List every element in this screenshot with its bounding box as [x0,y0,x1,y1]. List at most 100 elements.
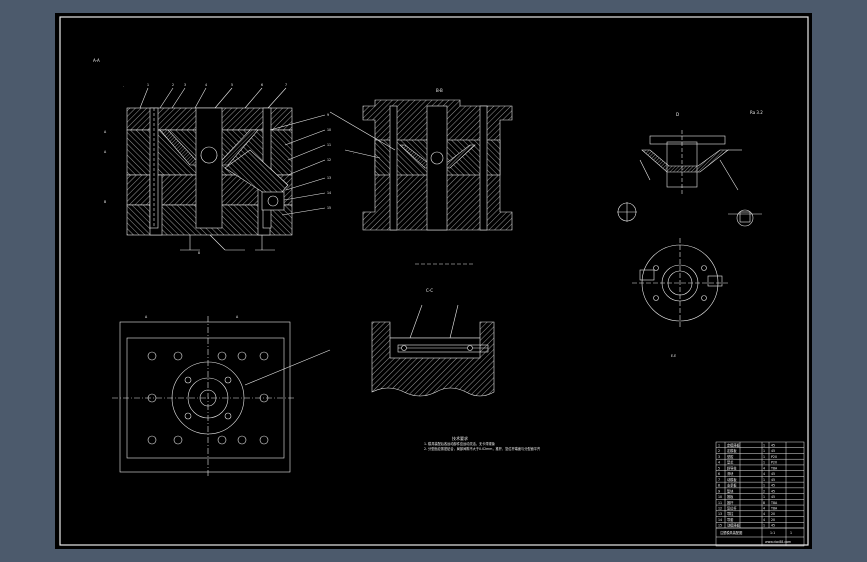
title-block-cell: 4 [763,512,765,516]
title-block-cell: 导柱 [727,511,734,516]
drawing-scale: 1:1 [770,531,775,535]
technical-requirements: 技术要求 1. 模具装配后各运动部件应运动灵活，无卡滞现象 2. 分型面应紧密贴… [424,435,541,451]
title-block-cell: 复位杆 [727,506,737,511]
title-block-cell: 斜导柱 [727,465,737,470]
plan-view: A A [112,315,331,478]
title-block-cell: 1 [763,455,765,459]
side-section-view: B-B · [329,88,513,231]
title-block-cell: 15 [718,524,722,528]
title-block-cell: 滑块 [727,471,734,476]
part-detail-view: D Ra 3.2 E-E [617,110,763,358]
title-block-cell: 20 [771,512,775,516]
svg-text:11: 11 [327,143,331,147]
title-block-cell: 14 [718,518,722,522]
svg-text:4: 4 [205,83,207,87]
title-block-cell: 8 [763,501,765,505]
title-block-cell: 45 [771,449,775,453]
svg-text:3: 3 [184,83,186,87]
title-block-cell: P20 [771,461,777,465]
title-block-cell: T8A [770,501,778,505]
title-block-cell: 45 [771,478,775,482]
title-block-cell: 1 [718,443,720,447]
title-block-cell: 13 [718,512,722,516]
title-block-cell: 型腔 [727,454,734,459]
title-block-cell: 1 [763,461,765,465]
svg-text:9: 9 [327,113,329,117]
svg-text:14: 14 [327,191,331,195]
title-block-cell: 45 [771,489,775,493]
title-block-cell: 2 [763,489,765,493]
title-block-cell: 20 [771,518,775,522]
svg-text:13: 13 [327,176,331,180]
svg-text:A: A [236,315,239,319]
svg-text:1: 1 [147,83,149,87]
svg-text:B: B [104,200,106,204]
title-block-cell: 3 [718,455,720,459]
title-block-cell: 11 [718,501,722,505]
title-block-cell: 10 [718,495,722,499]
title-block-cell: 8 [718,484,720,488]
balloons-top: 1 2 3 4 5 6 7 8 [147,83,287,255]
title-block-cell: 4 [763,472,765,476]
title-block-cell: T8A [770,466,778,470]
title-block-cell: 6 [718,472,720,476]
title-block-cell: 5 [718,466,720,470]
svg-text:7: 7 [285,83,287,87]
title-block-cell: 1 [763,524,765,528]
tech-line-2: 2. 分型面应紧密贴合，局部间隙不大于0.02mm，推杆、复位杆端面与分型面平齐 [424,446,541,451]
svg-text:A: A [145,315,148,319]
main-section-title: A-A [93,58,100,63]
drawing-sheet-no: 1 [790,531,792,535]
side-section-title: B-B [436,88,443,93]
title-block-cell: T8A [770,507,778,511]
website: www.doc88.com [765,540,791,544]
title-block-cell: 4 [718,461,720,465]
title-block-cell: 45 [771,484,775,488]
title-block-cell: 导套 [727,517,734,522]
title-block-cell: 7 [718,478,720,482]
title-block-cell: 动模座板 [727,523,741,528]
title-block-cell: 4 [763,518,765,522]
title-block-cell: 型芯 [727,460,734,465]
title-block-cell: 2 [718,449,720,453]
part-view-title: D [676,112,679,117]
tech-line-1: 1. 模具装配后各运动部件应运动灵活，无卡滞现象 [424,441,496,446]
svg-text:2: 2 [172,83,174,87]
part-section-label: E-E [671,354,676,358]
title-block-cell: 9 [718,489,720,493]
title-block-cell: 45 [771,495,775,499]
svg-text:5: 5 [231,83,233,87]
title-block-cell: 12 [718,507,722,511]
svg-text:A: A [104,130,107,134]
detail-section-title: C-C [426,288,433,293]
title-block-cell: 支承板 [727,483,737,488]
svg-text:12: 12 [327,158,331,162]
svg-text:15: 15 [327,206,331,210]
title-block-cell: 1 [763,449,765,453]
svg-text:8: 8 [198,251,200,255]
title-block-cell: 1 [763,495,765,499]
title-block-cell: 1 [763,443,765,447]
svg-text:10: 10 [327,128,331,132]
svg-text:A: A [104,150,107,154]
title-block-cell: 推板 [727,494,734,499]
title-block-cell: 4 [763,507,765,511]
title-block-cell: 定模板 [727,448,737,453]
title-block-cell: 4 [763,466,765,470]
detail-section-view: C-C [371,288,495,397]
title-block-cell: 推杆 [727,500,734,505]
svg-text:6: 6 [261,83,263,87]
surface-note: Ra 3.2 [750,110,763,115]
title-block-cell: 垫块 [727,488,734,493]
svg-text:·: · [353,152,354,156]
title-block-cell: 动模板 [727,477,737,482]
balloons-right: 9 10 11 12 13 14 15 [327,113,331,210]
main-section-view: A-A [93,58,326,251]
drawing-sheet [55,13,812,549]
title-block-cell: P20 [771,455,777,459]
title-block-cell: 1 [763,484,765,488]
title-block-cell: 1 [763,478,765,482]
